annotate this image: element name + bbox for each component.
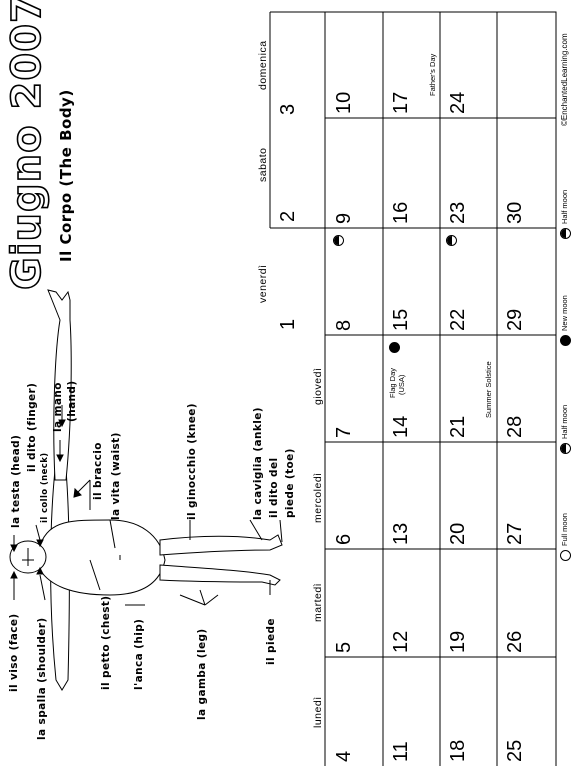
day-26: 26 [504,630,526,653]
day-20: 20 [447,522,469,545]
weekday-martedi: martedì [312,582,324,622]
label-foot: il piede [265,618,277,665]
new-moon-icon [389,342,400,353]
day-24: 24 [447,91,469,114]
day-11: 11 [390,741,412,762]
weekday-lunedi: lunedì [312,696,324,728]
label-chest: il petto (chest) [100,595,112,691]
day-10: 10 [333,91,355,114]
day-15: 15 [390,308,412,331]
weekday-giovedi: giovedì [312,367,324,405]
label-hip: l'anca (hip) [133,618,145,690]
label-face: il viso (face) [8,613,20,692]
label-knee: il ginocchio (knee) [186,403,198,520]
day-6: 6 [333,533,355,545]
weekday-venerdi: venerdì [257,264,269,303]
weekday-mercoledi: mercoledì [312,472,324,523]
label-finger: il dito (finger) [26,382,38,472]
day-9: 9 [333,212,355,224]
note-fathers-day: Father's Day [428,53,437,96]
label-hand-1: la mano [52,382,64,432]
day-13: 13 [390,522,412,545]
legend-half-moon-2: Half moon [560,189,569,224]
day-8: 8 [333,319,355,331]
day-14: 14 [390,415,412,438]
day-1: 1 [277,318,299,330]
day-12: 12 [390,630,412,653]
weekday-domenica: domenica [257,40,269,90]
body-figure [9,289,283,691]
new-moon-icon [560,335,571,346]
day-29: 29 [504,308,526,331]
label-leg: la gamba (leg) [196,628,208,720]
full-moon-icon [560,550,571,561]
day-3: 3 [277,103,299,115]
legend-full-moon: Full moon [560,513,569,546]
label-toe-1: il dito del [268,457,280,519]
day-22: 22 [447,308,469,331]
day-17: 17 [390,91,412,114]
half-moon-icon [333,235,344,246]
label-head: la testa (head) [10,434,22,528]
day-18: 18 [447,739,469,762]
legend-half-moon-1: Half moon [560,404,569,439]
half-moon-icon [446,235,457,246]
day-5: 5 [333,641,355,653]
note-flag-day: Flag Day [388,367,397,398]
weekday-sabato: sabato [257,147,269,182]
label-ankle: la caviglia (ankle) [252,406,264,520]
day-27: 27 [504,522,526,545]
label-arrows [10,405,283,606]
label-shoulder: la spalla (shoulder) [36,617,48,740]
half-moon-icon [560,443,571,454]
day-7: 7 [333,426,355,438]
day-19: 19 [447,630,469,653]
day-25: 25 [504,739,526,762]
day-16: 16 [390,201,412,224]
legend-new-moon: New moon [560,295,569,331]
day-30: 30 [504,201,526,224]
half-moon-icon [560,228,571,239]
label-hand-2: (hand) [66,380,78,422]
note-summer-solstice: Summer Solstice [484,361,493,418]
label-arm: il braccio [92,442,104,500]
label-toe-2: piede (toe) [284,448,296,518]
label-neck: il collo (neck) [40,452,50,523]
label-waist: la vita (waist) [110,432,122,520]
day-23: 23 [447,201,469,224]
note-flag-day-usa: (USA) [397,374,406,395]
day-4: 4 [333,750,355,762]
day-21: 21 [447,415,469,438]
day-28: 28 [504,415,526,438]
day-2: 2 [277,210,299,222]
